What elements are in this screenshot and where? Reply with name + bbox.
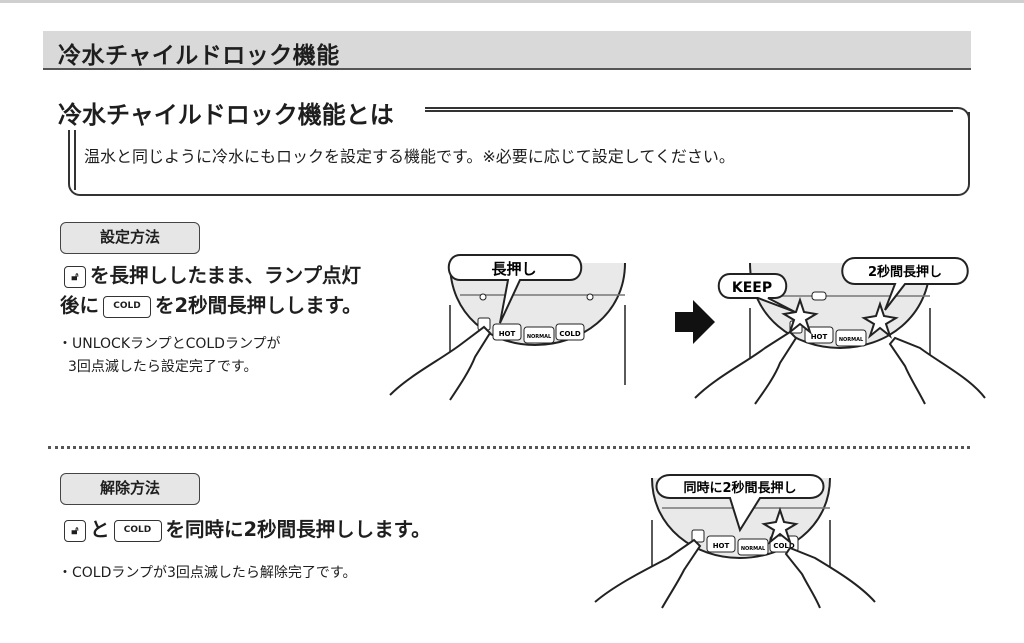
overview-heading: 冷水チャイルドロック機能とは xyxy=(58,95,406,130)
cold-button-icon-2: COLD xyxy=(113,519,162,542)
callout-keep: KEEP xyxy=(732,280,772,296)
callout-simultaneous: 同時に2秒間長押し xyxy=(683,480,796,496)
section-title: 冷水チャイルドロック機能 xyxy=(58,43,340,69)
overview-description: 温水と同じように冷水にもロックを設定する機能です。※必要に応じて設定してください… xyxy=(84,147,735,166)
heading-double-rule xyxy=(425,107,953,112)
unlock-button-icon: 🔓︎ xyxy=(64,265,86,288)
normal-button-label: NORMAL xyxy=(527,334,552,340)
normal-button-label-2: NORMAL xyxy=(839,337,864,343)
setting-note-line1: ・UNLOCKランプとCOLDランプが xyxy=(58,336,281,352)
illustration-keep-and-cold: HOT NORMAL KEEP 2秒間長押し xyxy=(694,257,986,405)
release-note: ・COLDランプが3回点滅したら解除完了です。 xyxy=(58,565,357,581)
hot-button-label-3: HOT xyxy=(713,542,730,550)
cold-button-label-3: COLD xyxy=(773,542,795,550)
setting-note-line2: 3回点滅したら設定完了です。 xyxy=(68,359,258,375)
section-divider xyxy=(48,446,970,449)
setting-instruction-text-c: を2秒間長押しします。 xyxy=(155,294,362,317)
hot-button-label: HOT xyxy=(499,330,516,338)
release-instruction-and: と xyxy=(90,518,110,541)
normal-button-label-3: NORMAL xyxy=(741,546,766,552)
callout-long-press: 長押し xyxy=(491,260,536,278)
illustration-long-press: HOT NORMAL COLD 長押し xyxy=(389,254,626,401)
arrow-right-icon xyxy=(675,300,715,344)
illustration-simultaneous-press: HOT NORMAL COLD 同時に2秒間長押し xyxy=(594,474,876,609)
cold-button-icon: COLD xyxy=(103,295,152,318)
setting-method-tab: 設定方法 xyxy=(60,222,200,254)
cold-button-label: COLD xyxy=(559,330,581,338)
section-header-bar xyxy=(43,31,971,70)
top-border xyxy=(0,0,1024,3)
description-box xyxy=(68,107,970,196)
release-instruction-text: を同時に2秒間長押しします。 xyxy=(165,518,431,541)
release-method-tab: 解除方法 xyxy=(60,473,200,505)
setting-instruction-text-a: を長押ししたまま、ランプ点灯 xyxy=(90,264,362,287)
setting-instruction-text-b: 後に xyxy=(60,294,100,317)
hot-button-label-2: HOT xyxy=(811,333,828,341)
unlock-button-icon-2: 🔓︎ xyxy=(64,519,86,542)
callout-two-seconds: 2秒間長押し xyxy=(868,264,942,280)
setting-instruction-line1: 🔓︎を長押ししたまま、ランプ点灯 xyxy=(60,262,361,290)
